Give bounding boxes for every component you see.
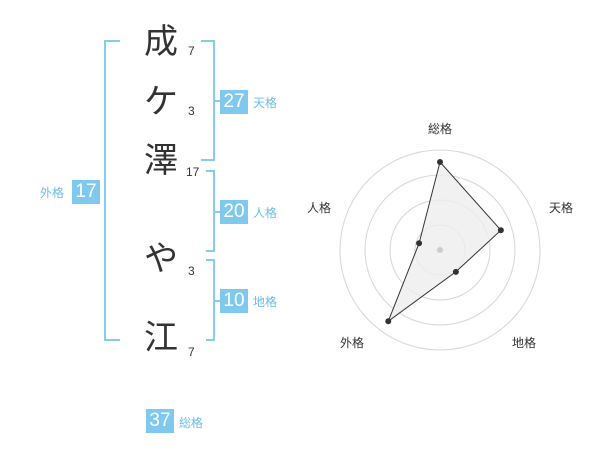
soukaku-value: 37 [146,409,174,433]
radar-label-gaikaku: 外格 [340,335,364,350]
chikaku-value: 10 [220,289,248,313]
radar-point-tenkaku [497,227,504,234]
radar-area [387,160,502,323]
radar-point-chikaku [452,268,459,275]
chikaku-connector [213,300,220,302]
gaikaku-bracket [104,40,120,341]
radar-point-jinkaku [416,240,423,247]
radar-point-gaikaku [385,318,392,325]
name-char-5: 江 [144,318,178,358]
radar-point-soukaku [437,159,443,165]
chikaku-label: 地格 [253,295,278,309]
radar-points [385,159,504,325]
stroke-count-4: 3 [188,264,195,278]
jinkaku-label: 人格 [253,206,278,220]
gaikaku-value: 17 [72,180,100,204]
soukaku-label: 総格 [179,416,204,430]
name-char-3: 澤 [144,141,178,181]
radar-label-soukaku: 総格 [428,121,452,136]
radar-label-jinkaku: 人格 [307,200,331,215]
gaikaku-label: 外格 [40,186,65,200]
name-char-1: 成 [144,22,178,62]
stroke-count-1: 7 [188,44,195,58]
stroke-count-2: 3 [188,104,195,118]
stroke-count-3: 17 [186,165,200,179]
radar-label-tenkaku: 天格 [549,200,573,215]
radar-label-chikaku: 地格 [512,335,536,350]
tenkaku-value: 27 [220,90,248,114]
radar-ring [339,149,541,351]
tenkaku-label: 天格 [253,96,278,110]
tenkaku-connector [213,100,220,102]
jinkaku-value: 20 [220,200,248,224]
name-char-2: ケ [144,82,178,122]
name-char-4: や [144,239,178,279]
stroke-count-5: 7 [188,345,195,359]
jinkaku-connector [213,211,220,213]
radar-center-dot [437,247,443,253]
